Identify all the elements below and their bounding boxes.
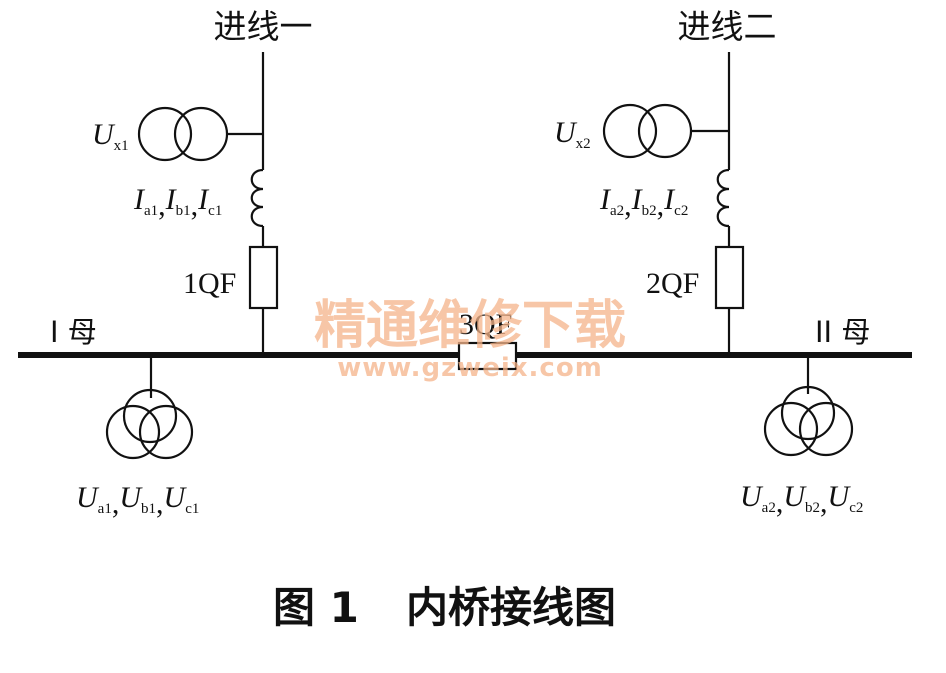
pt_bus2-subscript-1: b2 (805, 500, 820, 516)
line1-pt-symbol: Ux1 (92, 118, 129, 154)
figure-title: 内桥接线图 (406, 583, 616, 632)
bus-2-label: II 母 (815, 315, 870, 349)
pt_bus1-subscript-1: b1 (141, 501, 156, 517)
ct_line1-symbol-1: I (165, 183, 178, 216)
ct_line1-subscript-2: c1 (208, 203, 222, 219)
figure-number: 图 1 (273, 583, 359, 632)
pt_bus2-symbol-2: U (828, 480, 852, 513)
breaker-1qf-label: 1QF (183, 267, 236, 300)
pt_bus1-symbol-0: U (76, 481, 100, 514)
ct_line2-symbol-1: I (631, 183, 644, 216)
pt_bus1-subscript-2: c1 (185, 501, 199, 517)
ct_line1-symbol-0: I (133, 183, 146, 216)
bus2-pt-winding-right (798, 401, 854, 457)
line2-ct-symbols: Ia2,Ib2,Ic2 (599, 183, 688, 222)
breaker-3qf (457, 341, 518, 371)
line1-ct-coil (250, 168, 264, 228)
breaker-2qf (714, 245, 745, 310)
pt_bus2-separator-1: , (820, 486, 828, 519)
pt_bus1-subscript-0: a1 (98, 501, 112, 517)
incoming-line-1-label: 进线一 (214, 7, 313, 46)
breaker-3qf-label: 3QF (459, 308, 512, 341)
ct_line2-separator-1: , (657, 189, 665, 222)
breaker-1qf (248, 245, 279, 310)
ct_line2-subscript-1: b2 (642, 203, 657, 219)
bus1-pt-symbols: Ua1,Ub1,Uc1 (76, 481, 199, 520)
line1-ct-symbols: Ia1,Ib1,Ic1 (133, 183, 222, 222)
line1-pt-winding-right (173, 106, 229, 162)
line2-pt-winding-right (637, 103, 693, 159)
ct_line2-symbol-2: I (663, 183, 676, 216)
line2-ct-coil (716, 168, 730, 228)
line2-pt-symbol: Ux2 (554, 116, 591, 152)
watermark-title: 精通维修下载 (314, 296, 626, 356)
bus2-pt-winding-left (763, 401, 819, 457)
pt_bus1-separator-1: , (156, 487, 164, 520)
pt_bus1-symbol-1: U (119, 481, 143, 514)
pt_bus2-separator-0: , (776, 486, 784, 519)
bus2-pt-winding-top (780, 385, 836, 441)
bus-1-label: I 母 (50, 315, 97, 349)
pt_bus2-subscript-0: a2 (762, 500, 776, 516)
ct_line1-symbol-2: I (197, 183, 210, 216)
line2-pt-winding-left (602, 103, 658, 159)
ct_line2-separator-0: , (624, 189, 632, 222)
pt_bus2-symbol-1: U (783, 480, 807, 513)
pt_bus2-subscript-2: c2 (849, 500, 863, 516)
ct_line2-symbol-0: I (599, 183, 612, 216)
bus1-pt-winding-right (138, 404, 194, 460)
ct_line1-separator-0: , (158, 189, 166, 222)
bus2-pt-symbols: Ua2,Ub2,Uc2 (740, 480, 863, 519)
bus1-pt-winding-top (122, 388, 178, 444)
ct_line2-subscript-0: a2 (610, 203, 624, 219)
breaker-2qf-label: 2QF (646, 267, 699, 300)
ct_line2-subscript-2: c2 (674, 203, 688, 219)
pt_bus1-separator-0: , (112, 487, 120, 520)
ct_line1-separator-1: , (191, 189, 199, 222)
bus1-pt-winding-left (105, 404, 161, 460)
incoming-line-2-label: 进线二 (678, 7, 777, 46)
pt_bus2-symbol-0: U (740, 480, 764, 513)
ct_line1-subscript-1: b1 (176, 203, 191, 219)
pt_bus1-symbol-2: U (164, 481, 188, 514)
watermark-url: www.gzweix.com (337, 353, 603, 383)
line1-pt-winding-left (137, 106, 193, 162)
ct_line1-subscript-0: a1 (144, 203, 158, 219)
